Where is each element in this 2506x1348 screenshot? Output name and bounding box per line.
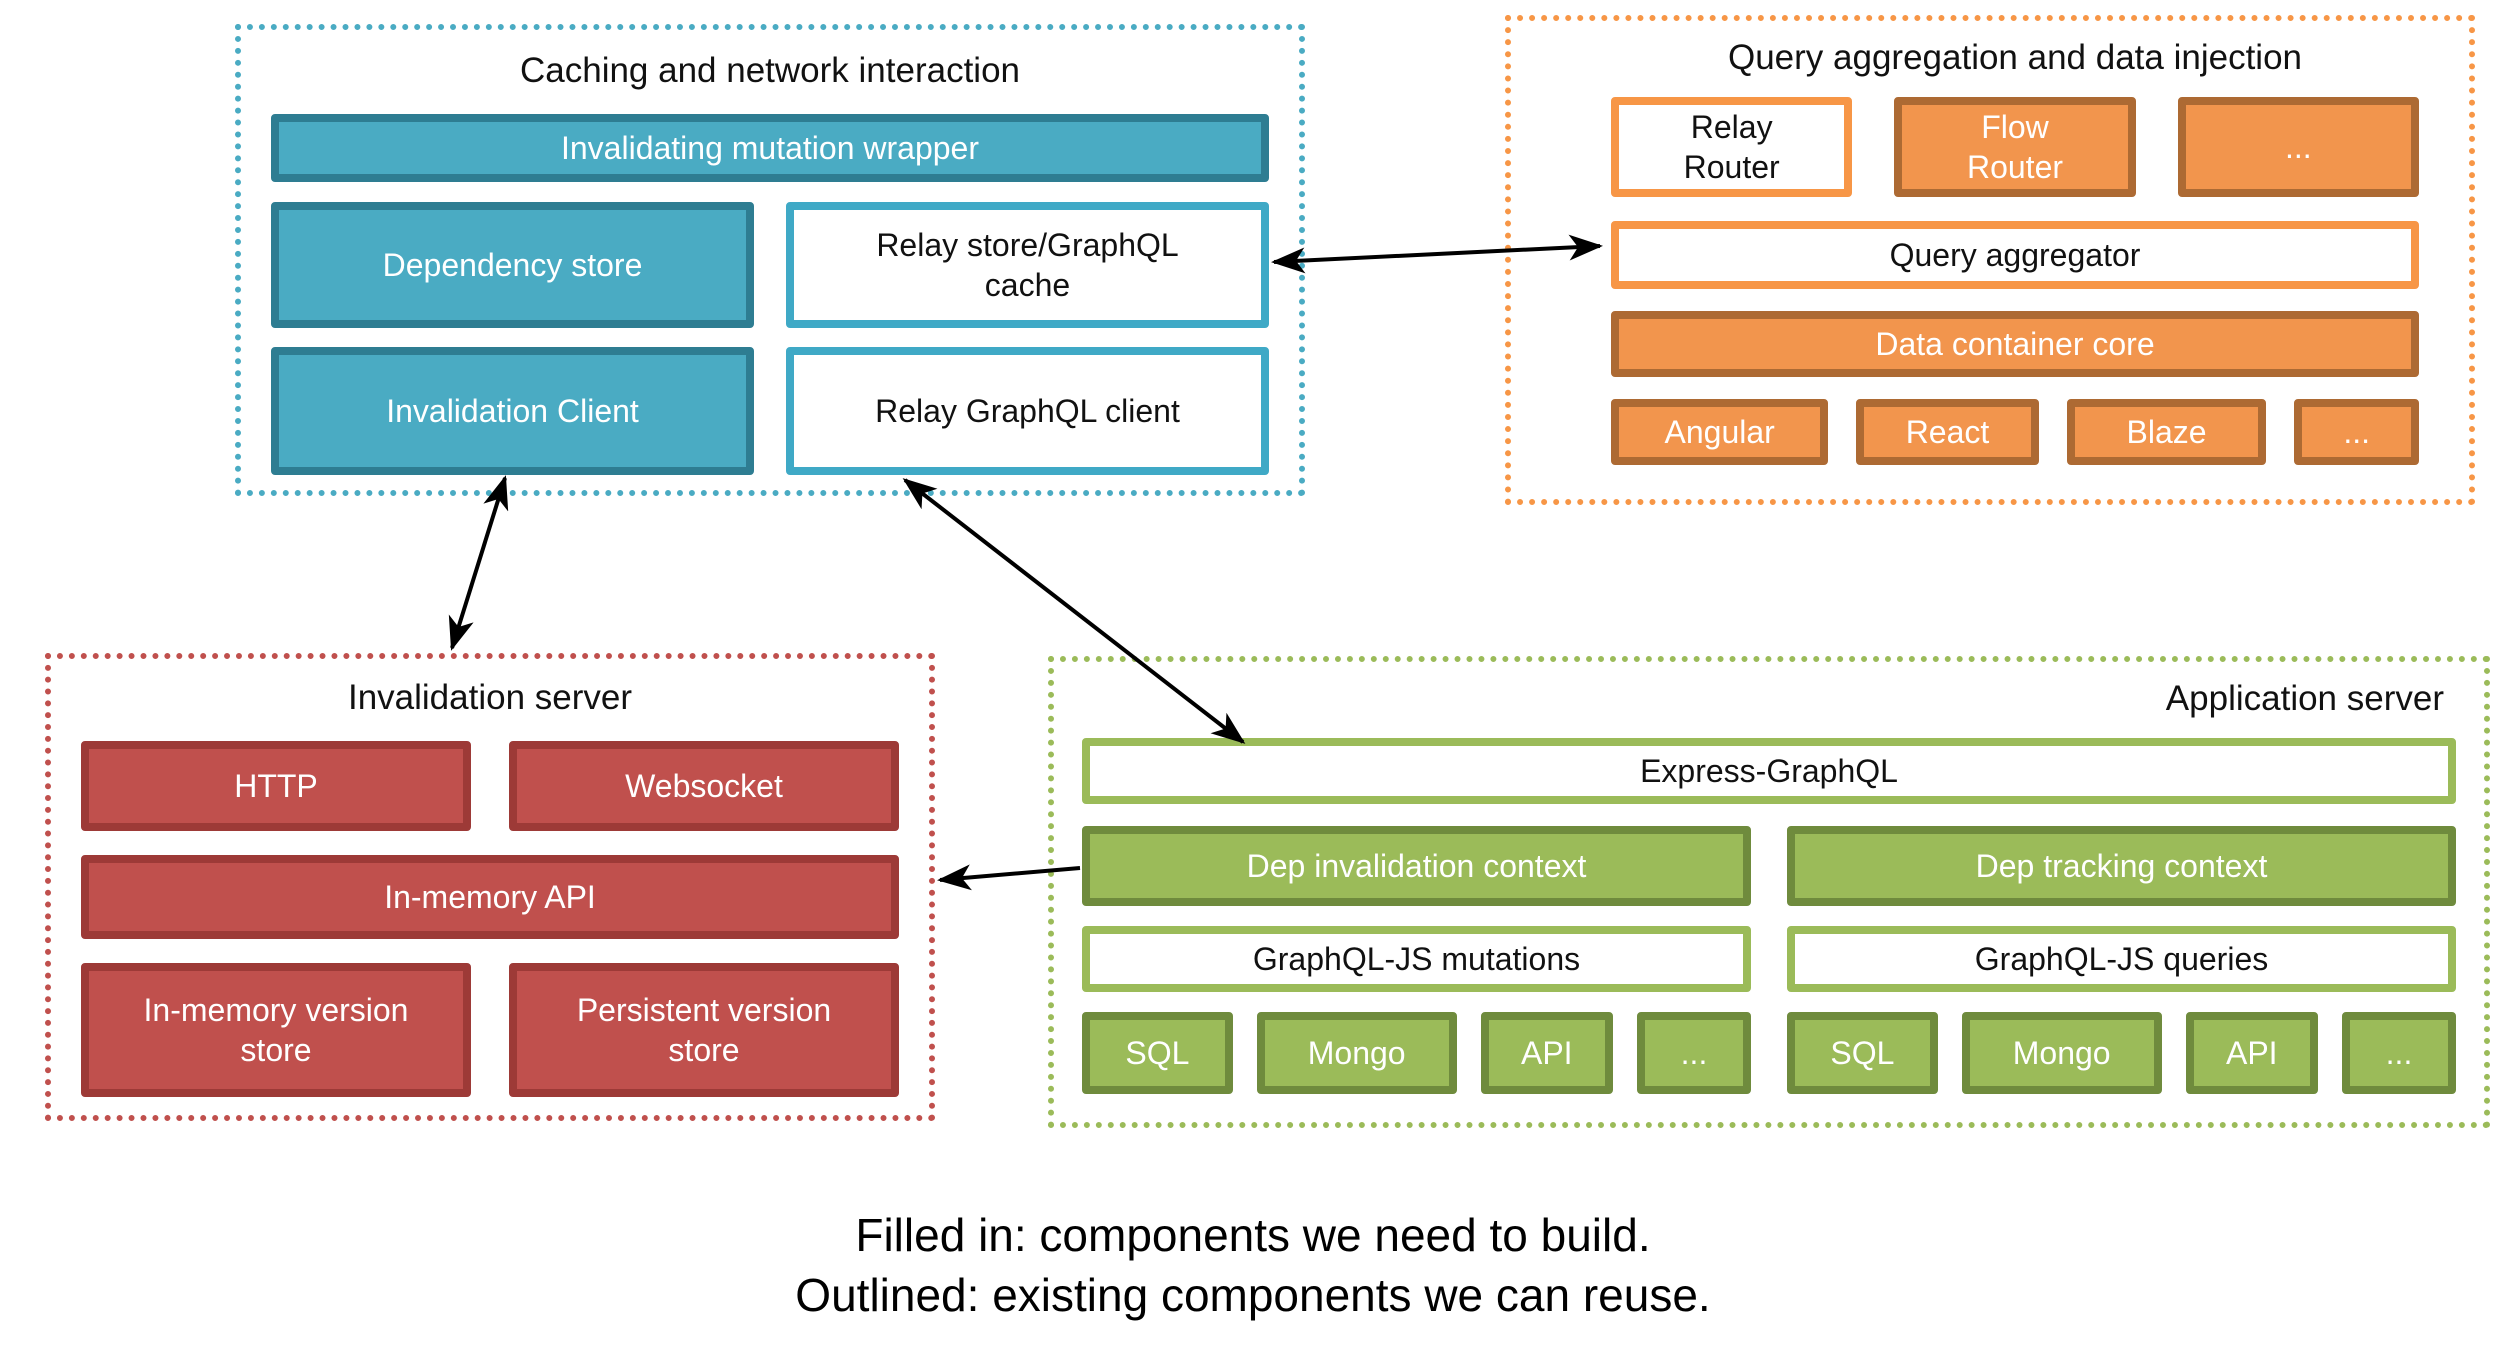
- box-mutation-sql: SQL: [1082, 1012, 1233, 1094]
- box-query-api: API: [2185, 1012, 2318, 1094]
- group-query-title: Query aggregation and data injection: [1727, 38, 2302, 77]
- box-router-ellipsis: ...: [2177, 97, 2419, 197]
- group-caching-title: Caching and network interaction: [519, 51, 1020, 90]
- box-query-mongo: Mongo: [1961, 1012, 2162, 1094]
- box-query-aggregator: Query aggregator: [1611, 221, 2419, 289]
- box-invalidation-client: Invalidation Client: [271, 347, 754, 475]
- box-persistent-version-store: Persistent version store: [509, 963, 899, 1097]
- group-caching-network: Caching and network interaction Invalida…: [235, 24, 1305, 496]
- box-dep-tracking-context: Dep tracking context: [1787, 826, 2456, 906]
- box-data-container-core: Data container core: [1611, 311, 2419, 377]
- box-invalidating-mutation-wrapper: Invalidating mutation wrapper: [271, 114, 1269, 182]
- group-invalidation-title: Invalidation server: [347, 678, 633, 717]
- box-dep-invalidation-context: Dep invalidation context: [1082, 826, 1751, 906]
- arrow-invalidation-client-to-invalidation-server: [448, 475, 509, 651]
- box-mutation-ellipsis: ...: [1636, 1012, 1751, 1094]
- legend: Filled in: components we need to build. …: [0, 1205, 2506, 1325]
- box-in-memory-api: In-memory API: [81, 855, 899, 939]
- box-mutation-mongo: Mongo: [1256, 1012, 1457, 1094]
- box-graphql-js-mutations: GraphQL-JS mutations: [1082, 926, 1751, 992]
- box-graphql-js-queries: GraphQL-JS queries: [1787, 926, 2456, 992]
- box-http: HTTP: [81, 741, 471, 831]
- group-application-title: Application server: [2165, 679, 2444, 718]
- box-react: React: [1856, 399, 2039, 465]
- group-invalidation-server: Invalidation server HTTP Websocket In-me…: [45, 653, 935, 1121]
- box-blaze: Blaze: [2066, 399, 2267, 465]
- box-relay-store-graphql-cache: Relay store/GraphQL cache: [786, 202, 1269, 328]
- box-websocket: Websocket: [509, 741, 899, 831]
- box-express-graphql: Express-GraphQL: [1082, 738, 2456, 804]
- legend-filled-line: Filled in: components we need to build.: [855, 1209, 1651, 1261]
- box-query-sql: SQL: [1787, 1012, 1938, 1094]
- box-relay-graphql-client: Relay GraphQL client: [786, 347, 1269, 475]
- box-relay-router: Relay Router: [1611, 97, 1853, 197]
- box-query-ellipsis: ...: [2341, 1012, 2456, 1094]
- box-dependency-store: Dependency store: [271, 202, 754, 328]
- group-query-aggregation: Query aggregation and data injection Rel…: [1505, 15, 2475, 505]
- box-framework-ellipsis: ...: [2294, 399, 2419, 465]
- box-in-memory-version-store: In-memory version store: [81, 963, 471, 1097]
- box-mutation-api: API: [1480, 1012, 1613, 1094]
- box-flow-router: Flow Router: [1894, 97, 2136, 197]
- legend-outlined-line: Outlined: existing components we can reu…: [795, 1269, 1711, 1321]
- group-application-server: Application server Express-GraphQL Dep i…: [1048, 656, 2490, 1128]
- box-angular: Angular: [1611, 399, 1829, 465]
